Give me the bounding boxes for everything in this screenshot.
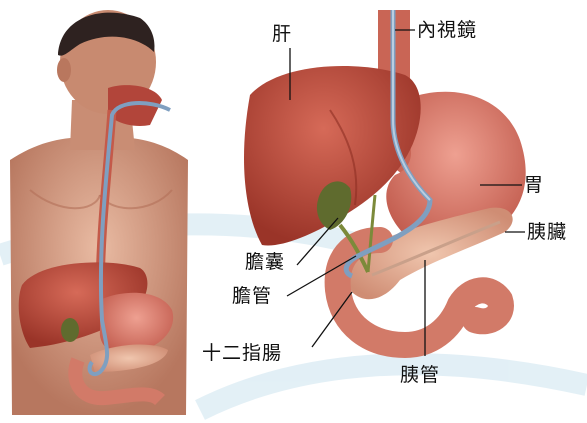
figure-gallbladder xyxy=(61,318,79,342)
organ-detail xyxy=(244,10,526,345)
ear xyxy=(57,58,71,82)
label-bile-duct: 膽管 xyxy=(232,287,272,306)
label-endoscope: 內視鏡 xyxy=(417,21,477,40)
label-liver: 肝 xyxy=(272,25,292,44)
label-pancreas: 胰臟 xyxy=(527,223,567,242)
label-pancreatic-duct: 胰管 xyxy=(400,366,440,385)
label-duodenum: 十二指腸 xyxy=(202,344,282,363)
human-figure xyxy=(10,10,188,415)
label-gallbladder: 膽囊 xyxy=(245,253,285,272)
label-stomach: 胃 xyxy=(524,176,544,195)
